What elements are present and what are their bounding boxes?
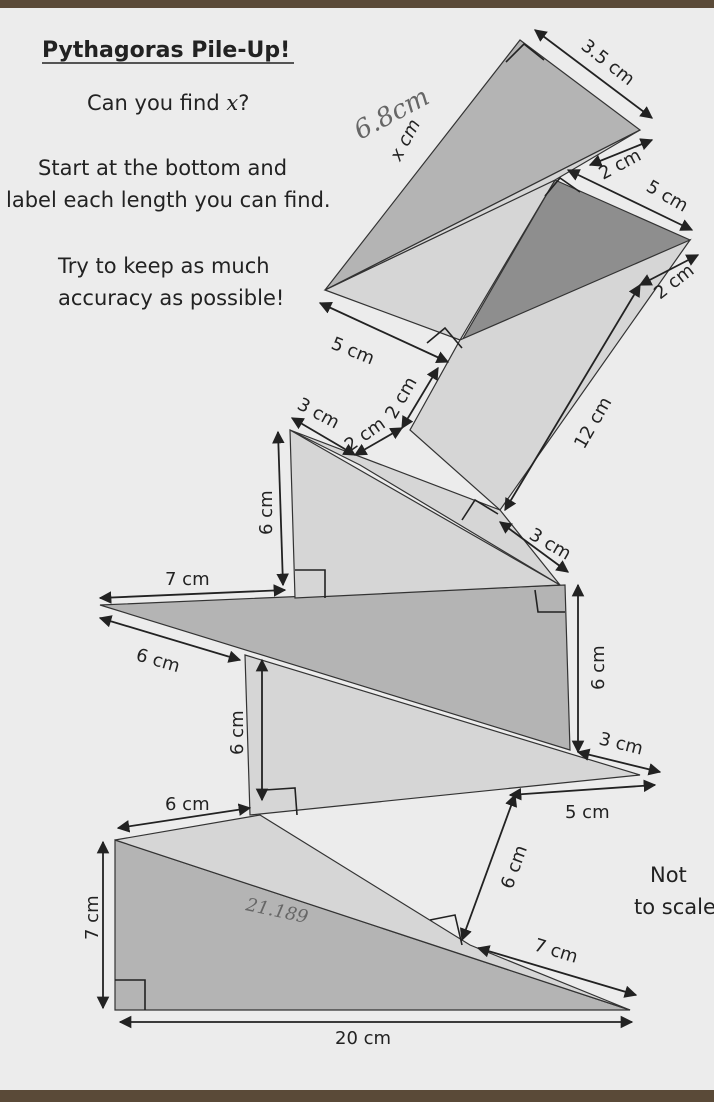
dim-line (98, 584, 287, 604)
label-t6-height: 6 cm (256, 490, 277, 535)
label-t7-upper: 2 cm (381, 373, 421, 422)
question-prefix: Can you find (87, 91, 220, 115)
instruction-line-4: accuracy as possible! (58, 286, 284, 310)
question-text: Can you find x? (87, 91, 249, 115)
label-t3-height: 6 cm (497, 843, 532, 892)
right-angle-marker (534, 589, 565, 613)
instruction-line-2: label each length you can find. (6, 188, 331, 212)
label-t3-bottom-leg: 5 cm (565, 802, 610, 823)
dim-line (588, 138, 654, 167)
right-angle-marker (295, 569, 326, 598)
label-bottom-height: 7 cm (82, 895, 103, 940)
note-line-2: to scale (634, 895, 714, 919)
note-line-1: Not (650, 863, 687, 887)
question-mark: ? (238, 91, 249, 115)
label-t2-leg-b: 7 cm (532, 935, 581, 968)
right-angle-marker (461, 498, 499, 521)
question-variable: x (226, 91, 238, 115)
label-bottom-base: 20 cm (335, 1028, 391, 1049)
dim-line (353, 427, 404, 456)
label-t8-long: 12 cm (570, 393, 616, 452)
dim-line (290, 417, 357, 456)
dim-line (459, 793, 518, 942)
dim-line (116, 803, 252, 833)
dim-line (318, 302, 450, 363)
dim-line (508, 779, 657, 801)
instruction-line-3: Try to keep as much (57, 254, 270, 278)
label-t5-top: 7 cm (165, 569, 210, 590)
worksheet-title: Pythagoras Pile-Up! (42, 38, 290, 63)
label-t2-leg-a: 6 cm (165, 794, 210, 815)
label-t5-right-leg: 3 cm (597, 728, 645, 759)
dim-line (272, 430, 289, 587)
right-angle-marker (429, 914, 463, 946)
handwritten-x-answer: 6.8cm (349, 82, 434, 146)
label-t6-top-left: 3 cm (294, 394, 343, 433)
right-angle-marker (264, 787, 298, 816)
label-t4-upper: 6 cm (134, 645, 183, 677)
dim-line (638, 254, 700, 286)
label-t5-right-height: 6 cm (588, 645, 609, 690)
dim-line (576, 748, 662, 776)
dim-line (504, 283, 641, 512)
dim-line (498, 521, 570, 573)
triangle-3 (244, 654, 641, 816)
dim-line (98, 615, 242, 663)
label-t4-vertical: 6 cm (227, 710, 248, 755)
instruction-line-1: Start at the bottom and (38, 156, 287, 180)
label-t10-top: 3.5 cm (577, 35, 639, 90)
right-angle-marker (115, 979, 146, 1010)
dim-line (401, 366, 439, 430)
dim-line (533, 29, 654, 119)
dim-line (476, 945, 638, 998)
triangle-5 (289, 428, 563, 599)
dim-line (566, 169, 694, 231)
label-t8-leg: 5 cm (328, 333, 377, 369)
